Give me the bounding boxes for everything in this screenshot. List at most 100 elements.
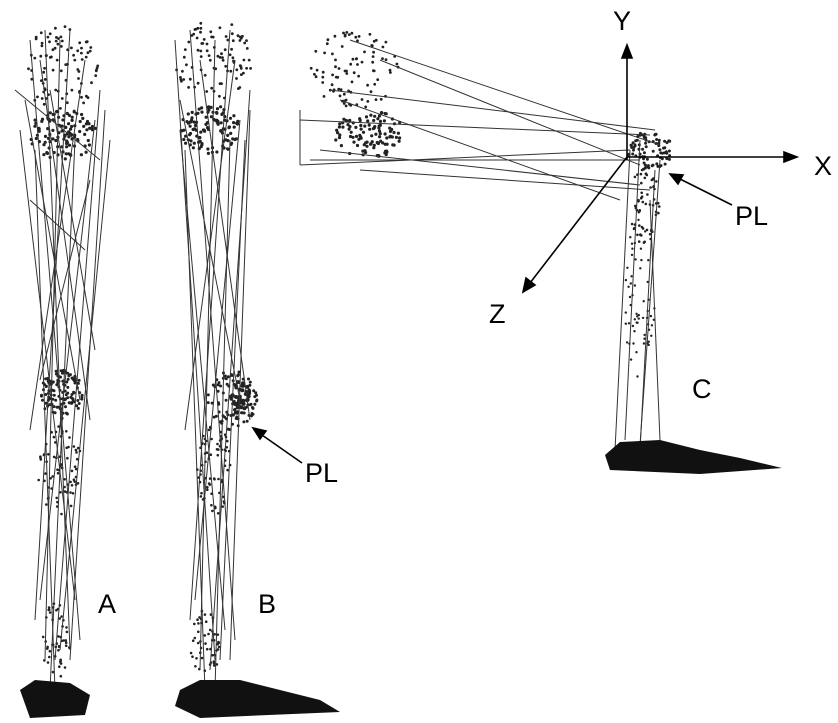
femur-head-point — [89, 46, 92, 49]
hip-point — [79, 120, 82, 123]
tibia-point-b — [206, 451, 209, 454]
hip-point-b — [210, 115, 213, 118]
ankle-point — [60, 662, 63, 665]
femur-head-point — [61, 40, 64, 43]
ankle-point-b — [194, 665, 197, 668]
hip-point-b — [228, 125, 231, 128]
hip-point-b — [192, 146, 195, 149]
femur-head-point — [43, 67, 46, 70]
hip-point-b — [229, 132, 232, 135]
tibia-point-c — [640, 173, 643, 176]
shank-point-c — [643, 300, 645, 302]
knee-point — [53, 405, 56, 408]
hip-point-b — [189, 139, 192, 142]
ankle-point — [42, 636, 45, 639]
hip-point-b — [200, 111, 203, 114]
hip-point — [51, 129, 54, 132]
hip-point — [40, 120, 43, 123]
shank-point-c — [630, 275, 632, 277]
femur-head-point — [40, 31, 43, 34]
tibia-point — [65, 430, 68, 433]
leg-model-view-c — [300, 31, 782, 474]
tibia-point-b — [213, 477, 216, 480]
femur-head-point-c — [370, 90, 373, 93]
knee-point — [74, 382, 77, 385]
shank-point-c — [647, 259, 649, 261]
femur-head-point-b — [199, 31, 202, 34]
hip-point — [61, 118, 64, 121]
femur-head-point-c — [326, 42, 329, 45]
hip-point-c — [334, 138, 337, 141]
coordinate-axes — [523, 45, 797, 292]
shank-point-c — [626, 341, 628, 343]
tibia-point-c — [640, 192, 643, 195]
femur-head-point-c — [341, 45, 344, 48]
femur-head-point-b — [205, 90, 208, 93]
femur-head-point — [52, 69, 55, 72]
knee-point-c — [646, 158, 649, 161]
hip-point — [51, 137, 54, 140]
view-a-label: A — [98, 591, 116, 618]
knee-point — [72, 398, 75, 401]
knee-point-c — [663, 146, 666, 149]
femur-head-point-b — [204, 74, 207, 77]
shank-point-c — [643, 338, 645, 340]
tibia-point-c — [657, 212, 660, 215]
femur-head-point-b — [224, 48, 227, 51]
muscle-line-c — [360, 170, 650, 190]
hip-point-b — [219, 129, 222, 132]
knee-point-b — [235, 417, 238, 420]
ankle-point — [49, 650, 52, 653]
shank-point-c — [636, 321, 638, 323]
hip-point-c — [338, 122, 341, 125]
muscle-line-c — [320, 150, 640, 185]
leg-model-view-a — [15, 25, 110, 718]
hip-point-b — [191, 111, 194, 114]
femur-head-point — [59, 107, 62, 110]
knee-point-c — [644, 142, 647, 145]
femur-head-point — [66, 101, 69, 104]
foot-b — [175, 680, 340, 718]
shank-point-c — [639, 267, 641, 269]
muscle-line-a — [35, 150, 55, 690]
femur-head-point-c — [344, 70, 347, 73]
hip-point-c — [386, 143, 389, 146]
hip-point — [78, 130, 81, 133]
muscle-line-b — [175, 40, 215, 660]
ankle-point — [64, 666, 67, 669]
hip-point-c — [362, 131, 365, 134]
hip-point-c — [364, 151, 367, 154]
knee-point — [65, 412, 68, 415]
hip-point-b — [216, 107, 219, 110]
shank-point-c — [640, 248, 642, 250]
ankle-point-b — [193, 623, 196, 626]
femur-head-point-c — [364, 106, 367, 109]
femur-head-point — [35, 38, 38, 41]
tibia-point — [71, 470, 74, 473]
knee-point-c — [652, 150, 655, 153]
hip-point-b — [220, 121, 223, 124]
femur-head-point — [42, 71, 45, 74]
hip-point-b — [189, 125, 192, 128]
femur-head-point-b — [237, 87, 240, 90]
knee-point-b — [218, 381, 221, 384]
femur-head-point-c — [344, 35, 347, 38]
femur-head-point-b — [245, 39, 248, 42]
hip-point-c — [369, 142, 372, 145]
ankle-point-b — [218, 646, 221, 649]
knee-point-c — [645, 145, 648, 148]
knee-point — [67, 374, 70, 377]
femur-head-point-b — [196, 37, 199, 40]
ankle-point-b — [197, 642, 200, 645]
femur-head-point-c — [349, 63, 352, 66]
femur-head-point — [54, 89, 57, 92]
hip-point-c — [384, 150, 387, 153]
femur-head-point-c — [339, 95, 342, 98]
femur-head-point — [41, 97, 44, 100]
hip-point-c — [357, 138, 360, 141]
tibia-point-c — [646, 174, 649, 177]
hip-point-c — [368, 128, 371, 131]
hip-point-b — [215, 111, 218, 114]
knee-point — [67, 378, 70, 381]
hip-point-c — [365, 115, 368, 118]
